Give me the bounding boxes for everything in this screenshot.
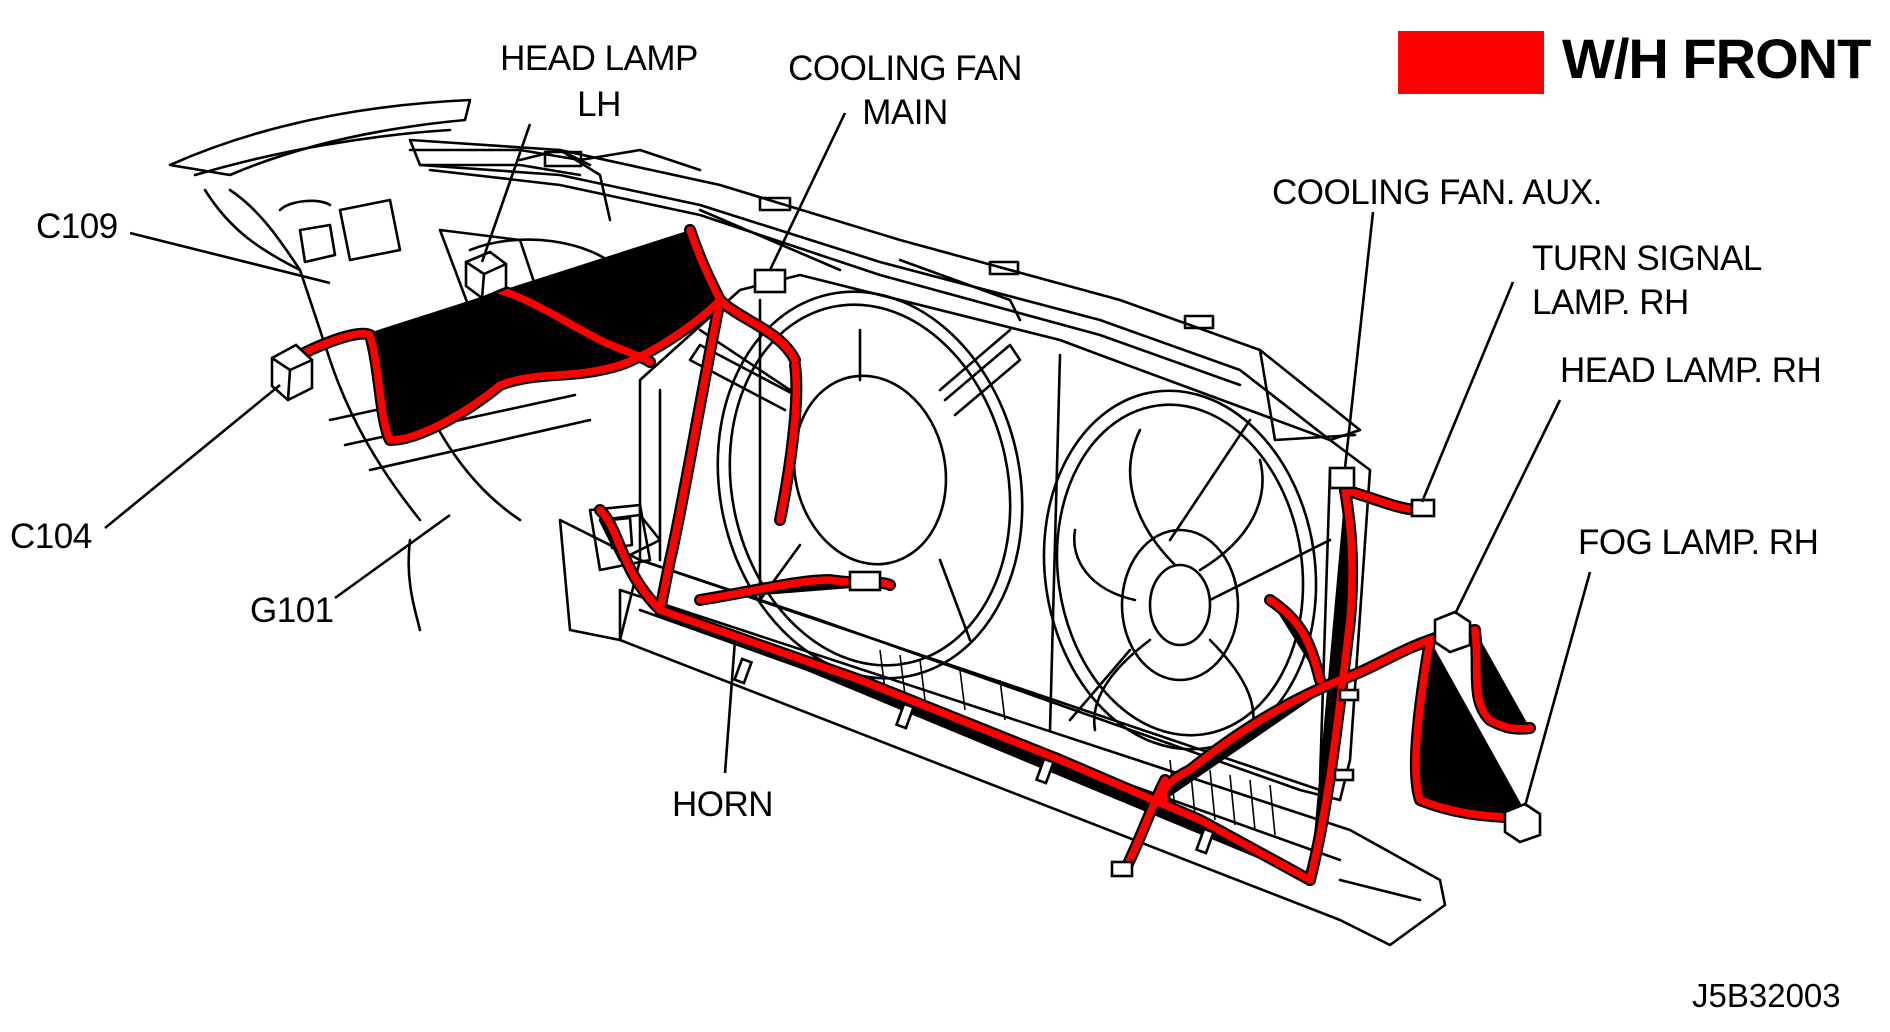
label-turn-signal-lamp-rh-line1: TURN SIGNAL — [1532, 239, 1762, 278]
connector-cooling-fan-aux — [1328, 466, 1356, 490]
label-c109: C109 — [36, 207, 118, 246]
connector-horn — [848, 570, 882, 592]
label-cooling-fan-main-line2: MAIN — [862, 93, 948, 132]
connector-fog-lamp-rh — [1503, 802, 1542, 844]
label-cooling-fan-aux: COOLING FAN. AUX. — [1272, 173, 1602, 212]
connector-loose-end — [1110, 860, 1134, 878]
label-c104: C104 — [10, 517, 92, 556]
connector-head-lamp-lh — [464, 250, 508, 300]
harness-clips — [732, 657, 1360, 855]
legend-color-swatch — [1398, 31, 1544, 94]
label-g101: G101 — [250, 591, 334, 630]
label-cooling-fan-main-line1: COOLING FAN — [788, 49, 1022, 88]
connector-cooling-fan-main — [753, 268, 787, 294]
leader-lines — [104, 112, 1592, 807]
label-head-lamp-lh-line2: LH — [577, 85, 621, 124]
label-turn-signal-lamp-rh-line2: LAMP. RH — [1532, 283, 1689, 322]
legend-label: W/H FRONT — [1562, 27, 1871, 90]
label-head-lamp-lh-line1: HEAD LAMP — [500, 39, 698, 78]
label-head-lamp-rh: HEAD LAMP. RH — [1560, 351, 1822, 390]
label-horn: HORN — [672, 785, 774, 824]
label-fog-lamp-rh: FOG LAMP. RH — [1578, 523, 1819, 562]
cooling-fan-main-shroud — [688, 290, 1024, 680]
connector-head-lamp-rh — [1433, 610, 1472, 654]
figure-code: J5B32003 — [1692, 977, 1841, 1014]
connector-c104 — [270, 343, 314, 402]
